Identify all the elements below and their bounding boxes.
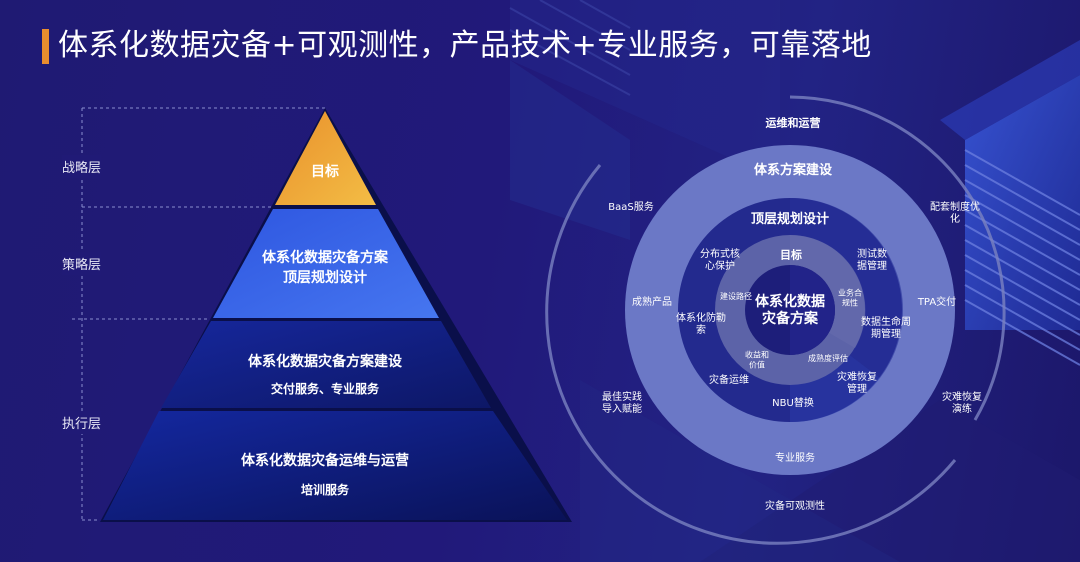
pyramid-tier-operations [103,411,567,520]
outer-ring-tpa: TPA交付 [917,297,957,308]
tier-construction-title: 体系化数据灾备方案建设 [248,354,402,370]
outer-ring-title: 体系方案建设 [753,163,833,179]
middle-ring-lifecycle: 数据生命周期管理 [861,317,911,340]
outermost-best-practice: 最佳实践导入赋能 [602,392,642,415]
pyramid-diagram [72,107,572,522]
inner-ring-path: 建设路径 [720,292,752,302]
outermost-baas: BaaS服务 [608,202,654,213]
pyramid-tier-strategy [213,209,439,318]
ring-core-label: 体系化数据 灾备方案 [755,294,825,328]
outermost-observability: 灾备可观测性 [765,501,825,512]
pyramid-tier-goal [275,111,376,205]
tier-operations-title: 体系化数据灾备运维与运营 [241,453,409,469]
middle-ring-nbu: NBU替换 [772,398,814,409]
tier-strategy-subtitle: 顶层规划设计 [283,270,367,286]
layer-label-execution: 执行层 [62,411,102,434]
outer-ring-products: 成熟产品 [632,297,672,308]
inner-ring-value: 收益和价值 [745,350,769,369]
outermost-policy: 配套制度优化 [930,202,980,225]
layer-label-tactical: 策略层 [62,252,102,275]
inner-ring-maturity: 成熟度评估 [808,354,848,364]
inner-ring-compliance: 业务合规性 [838,288,862,307]
core-line-1: 体系化数据 [755,294,825,311]
layer-label-strategic: 战略层 [62,155,102,178]
middle-ring-distributed: 分布式核心保护 [700,249,740,272]
tier-operations-subtitle: 培训服务 [300,483,350,497]
core-line-2: 灾备方案 [762,311,818,327]
page-title: 体系化数据灾备+可观测性，产品技术+专业服务，可靠落地 [58,28,872,63]
outermost-dr-drill: 灾难恢复演练 [942,392,982,415]
outermost-title: 运维和运营 [765,116,821,130]
middle-ring-ransomware: 体系化防勒索 [676,313,726,336]
inner-ring-goal: 目标 [780,248,802,262]
tier-goal-title: 目标 [311,164,339,180]
outer-ring-services: 专业服务 [775,453,815,464]
middle-ring-test-data: 测试数据管理 [857,249,887,272]
middle-ring-title: 顶层规划设计 [750,212,830,228]
middle-ring-recovery-mgmt: 灾难恢复管理 [837,372,877,395]
middle-ring-ops: 灾备运维 [709,375,749,386]
tier-construction-subtitle: 交付服务、专业服务 [270,382,380,396]
title-accent-bar [42,29,49,64]
tier-strategy-title: 体系化数据灾备方案 [262,250,388,266]
pyramid-tier-construction [161,321,491,408]
